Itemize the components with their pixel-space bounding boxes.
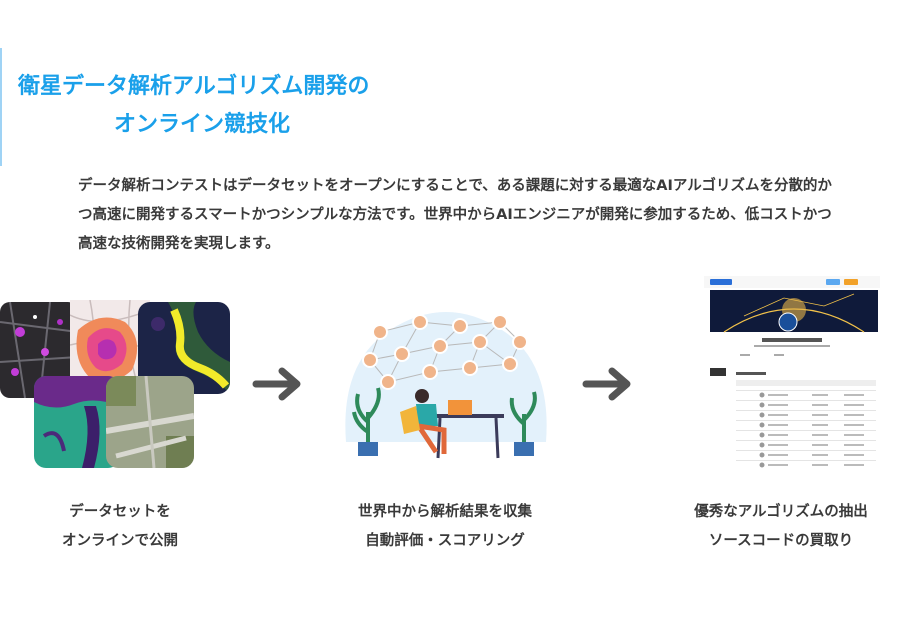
intro-text: データ解析コンテストはデータセットをオープンにすることで、ある課題に対する最適な… — [78, 178, 832, 252]
step-1-caption-line-1: データセットを — [69, 504, 171, 520]
step-1-caption-line-2: オンラインで公開 — [62, 533, 178, 549]
hydro-map-tile — [34, 376, 120, 468]
airport-tile — [106, 376, 194, 468]
title-line-1: 衛星データ解析アルゴリズム開発の — [18, 74, 370, 99]
step-2-caption-line-2: 自動評価・スコアリング — [365, 533, 525, 549]
step-3-caption-line-1: 優秀なアルゴリズムの抽出 — [694, 504, 868, 520]
step-3-caption-line-2: ソースコードの買取り — [708, 533, 854, 549]
arrow-right-icon — [582, 367, 631, 401]
leaderboard-rows — [736, 380, 876, 461]
step-2-caption: 世界中から解析結果を収集 自動評価・スコアリング — [320, 498, 570, 556]
global-network-illustration — [345, 312, 547, 459]
step-2-caption-line-1: 世界中から解析結果を収集 — [358, 504, 532, 520]
arrow-right-icon — [252, 367, 301, 401]
page-title: 衛星データ解析アルゴリズム開発の オンライン競技化 — [18, 68, 369, 144]
title-line-2: オンライン競技化 — [114, 112, 291, 137]
step-1-caption: データセットを オンラインで公開 — [20, 498, 220, 556]
accent-line — [0, 48, 2, 166]
step-3-caption: 優秀なアルゴリズムの抽出 ソースコードの買取り — [666, 498, 896, 556]
satellite-imagery-collage — [0, 300, 230, 470]
leaderboard-screenshot — [704, 276, 880, 472]
